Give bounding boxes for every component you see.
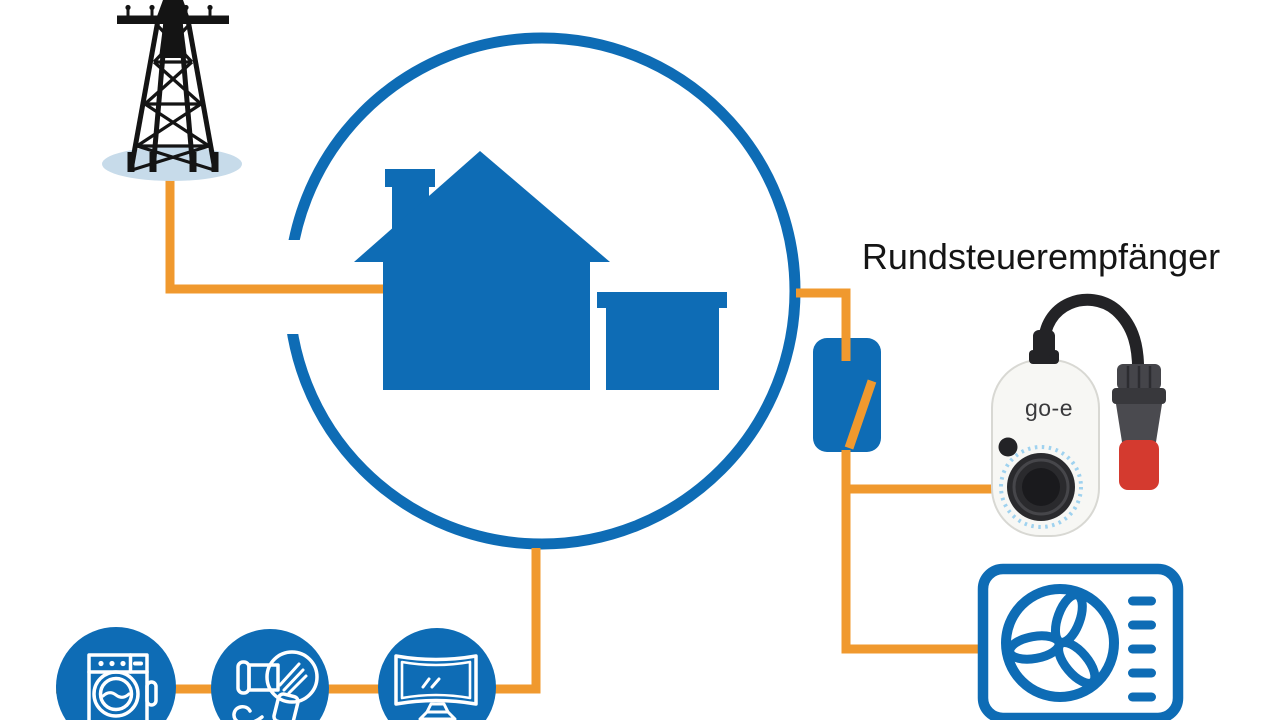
charging-cable [1037, 293, 1145, 382]
cee-plug-icon [1112, 364, 1166, 490]
tv-icon [394, 654, 478, 720]
plug-red-body [1119, 440, 1159, 490]
chimney-cap [385, 169, 435, 187]
hair-dryer-circle [211, 629, 329, 720]
tower-base-ellipse [102, 147, 242, 181]
vent-slats [1128, 596, 1156, 702]
washing-machine-icon [87, 653, 158, 720]
house-icon [354, 151, 727, 390]
wallbox-brand-label: go-e [1025, 395, 1073, 421]
go-e-wallbox-icon: go-e [991, 293, 1166, 537]
ripple-control-receiver-icon [813, 338, 881, 452]
house-body [383, 258, 590, 390]
roof [354, 151, 610, 262]
status-dot [998, 437, 1018, 457]
hair-dryer-icon [232, 650, 319, 720]
wire-circle-to-receiver [796, 288, 851, 361]
fan-ring [1001, 584, 1119, 702]
fan-blades [1005, 590, 1100, 688]
heat-pump-icon [977, 563, 1184, 720]
radio-tower-icon [117, 0, 229, 172]
garage-roof [597, 292, 727, 308]
switch-blade [844, 379, 877, 450]
led-ring [999, 445, 1083, 529]
garage-body [606, 306, 719, 390]
receiver-label: Rundsteuerempfänger [862, 236, 1220, 277]
heat-pump-housing [977, 563, 1184, 720]
wire-receiver-to-heat-pump [841, 450, 988, 654]
wire-tower-to-house [165, 176, 387, 294]
